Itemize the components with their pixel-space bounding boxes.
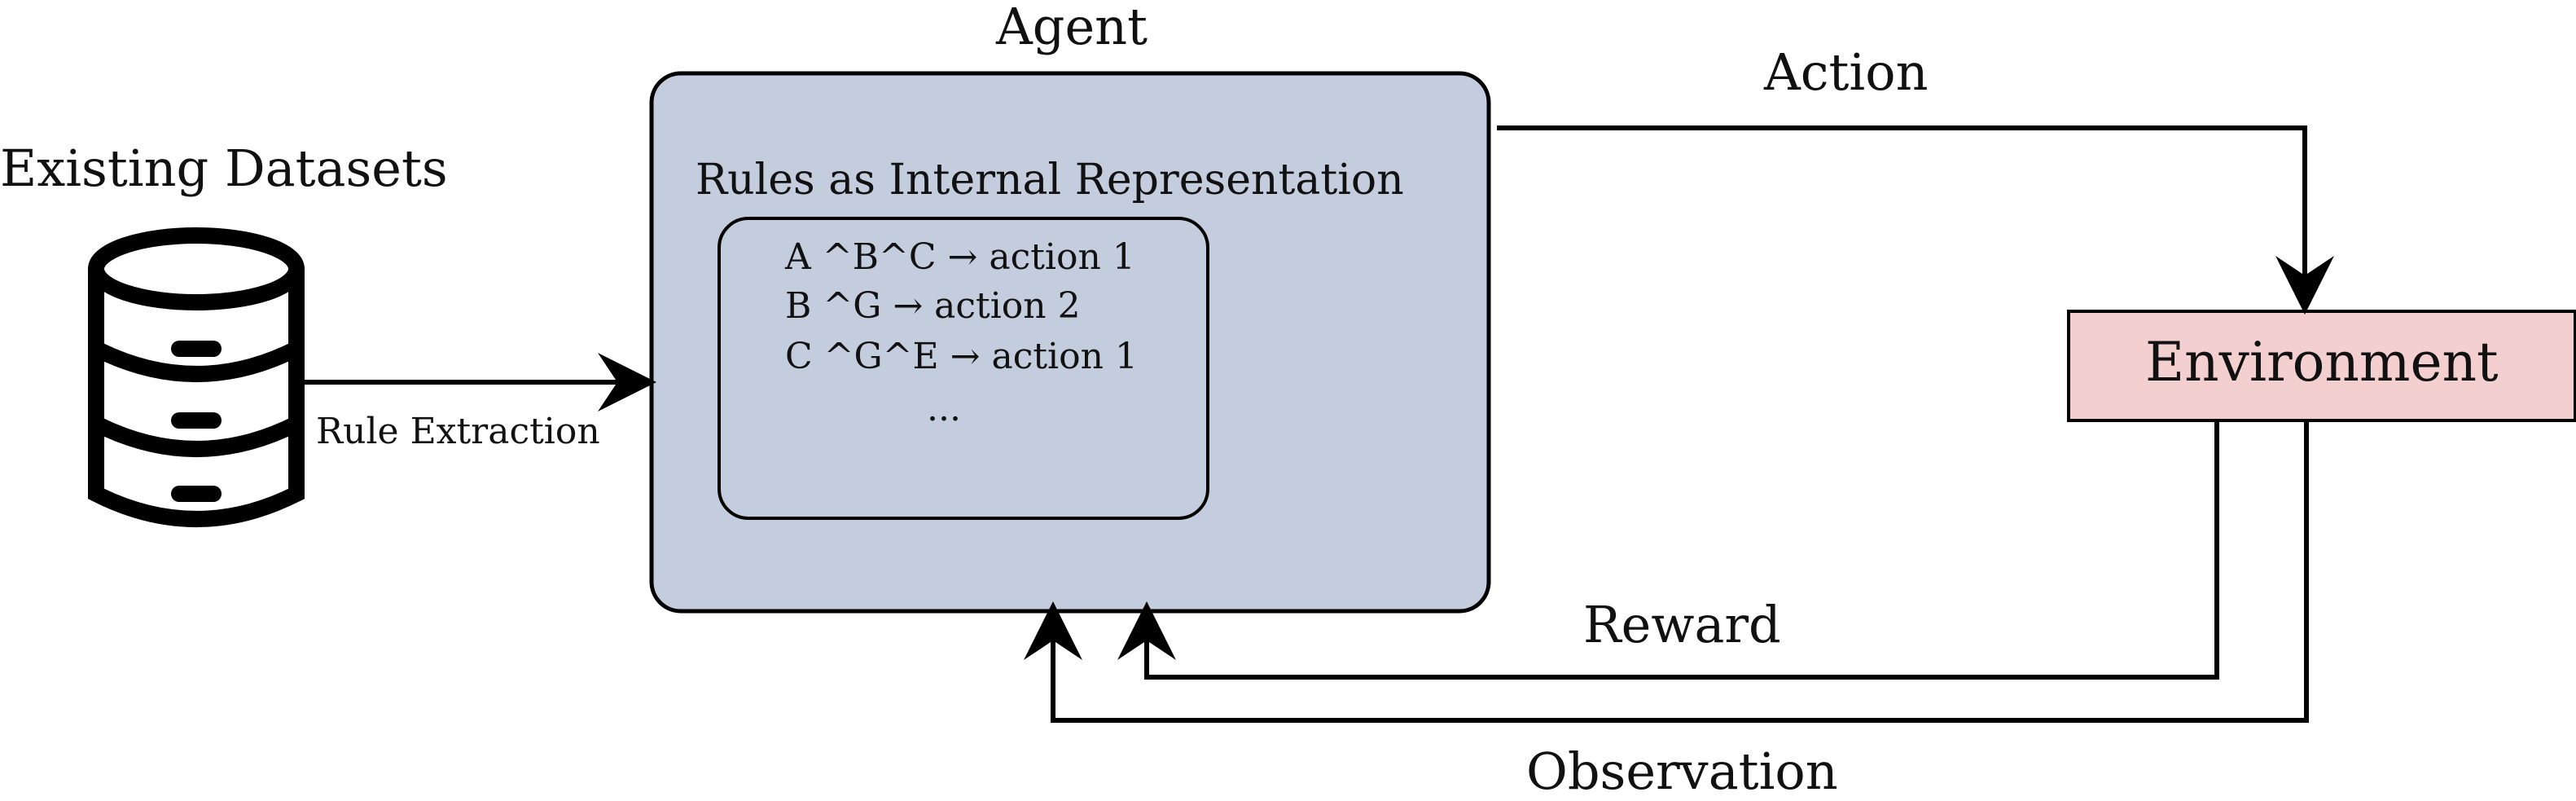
rule-3: C ^G^E → action 1 (785, 336, 1138, 377)
reward-arrow (1117, 422, 2219, 680)
rule-ellipsis: ... (927, 388, 961, 429)
database-icon (88, 227, 305, 527)
rule-2: B ^G → action 2 (785, 285, 1081, 327)
rules-box (718, 217, 1209, 520)
action-label: Action (1764, 42, 1929, 102)
agent-title: Agent (996, 0, 1148, 56)
rules-box-title: Rules as Internal Representation (696, 156, 1404, 205)
reward-label: Reward (1583, 595, 1781, 654)
rule-extraction-label: Rule Extraction (316, 411, 600, 452)
observation-arrow (1024, 422, 2309, 723)
observation-label: Observation (1526, 742, 1838, 801)
datasets-title: Existing Datasets (0, 139, 448, 198)
environment-box (2067, 310, 2576, 422)
environment-label: Environment (2145, 331, 2499, 394)
rule-1: A ^B^C → action 1 (785, 236, 1135, 278)
action-arrow (1497, 125, 2334, 315)
